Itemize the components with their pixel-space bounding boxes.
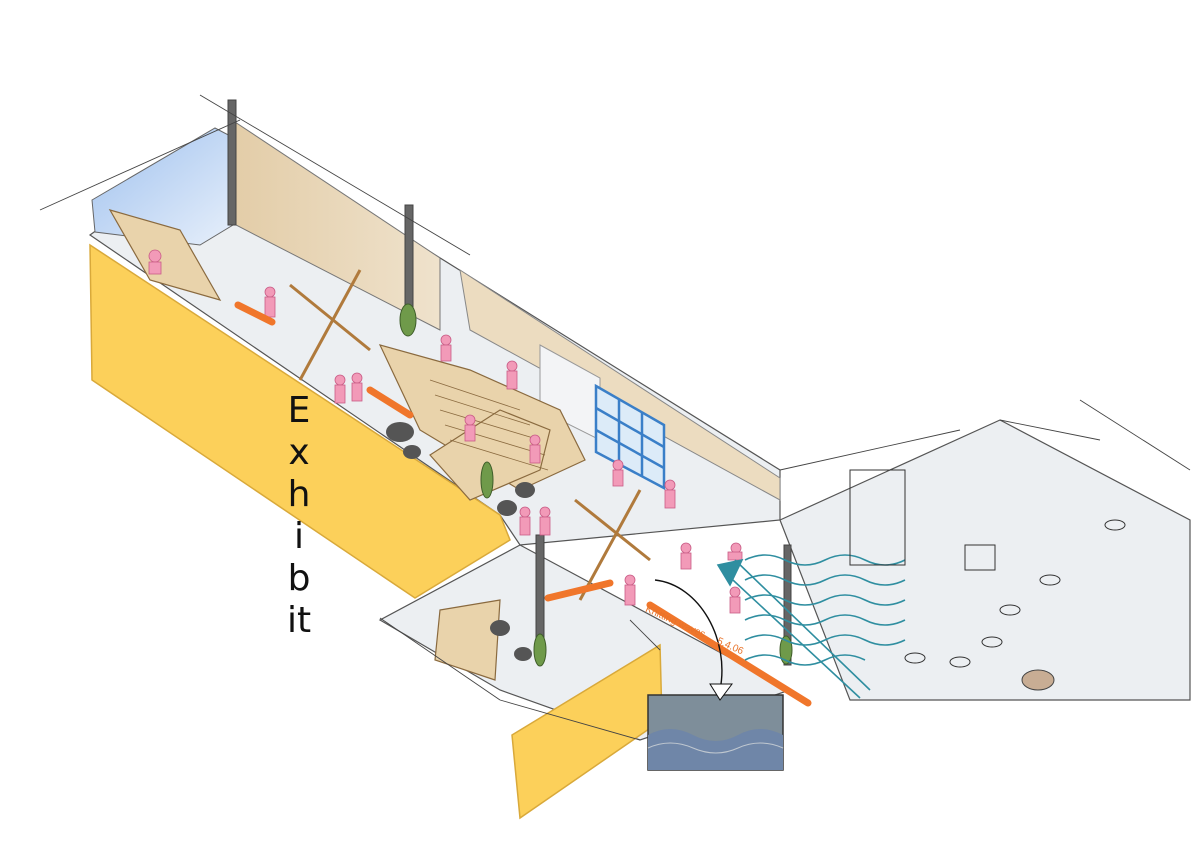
cafe-floor: [779, 419, 1191, 701]
cafe-furniture: [849, 469, 1126, 668]
knitting-installation: [716, 554, 906, 699]
plants: [399, 303, 793, 667]
stair-treads: [429, 379, 549, 471]
people: [148, 249, 743, 614]
pointer-arrowhead: [709, 683, 733, 701]
timber-side-wall: [459, 268, 781, 501]
installation-photo-inset: [647, 694, 784, 771]
timber-frames: [289, 269, 651, 601]
orange-circulation-lines: [234, 301, 812, 707]
blue-window: [594, 383, 666, 491]
bean-bags: [386, 422, 535, 661]
pointer-arrow: [654, 579, 723, 691]
yellow-exhibit-wall: [89, 243, 511, 599]
exhibit-label: Exhibit: [286, 390, 312, 641]
sketch-lines: [39, 94, 1191, 741]
round-rug: [1021, 669, 1055, 691]
